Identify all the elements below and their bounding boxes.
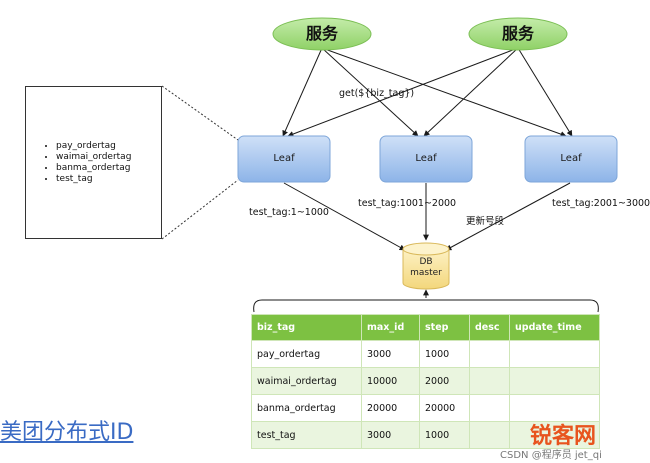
arrow-leaf1-db — [283, 182, 406, 251]
column-header: desc — [469, 314, 510, 341]
leaf3-range-label: test_tag:2001~3000 — [552, 198, 650, 209]
arrow-leaf3-db — [445, 182, 571, 251]
table-cell: pay_ordertag — [251, 340, 362, 368]
update-segment-label: 更新号段 — [466, 216, 505, 227]
db-master-cylinder — [402, 242, 450, 290]
leaf2-range-label: test_tag:1001~2000 — [358, 198, 457, 209]
biz-tag-item: test_tag — [56, 174, 131, 185]
leaf1-range-label: test_tag:1~1000 — [249, 207, 329, 218]
page-title: 美团分布式ID — [0, 420, 134, 445]
table-cell — [509, 421, 600, 449]
table-row: pay_ordertag 3000 1000 — [251, 340, 600, 368]
arrow-service2-leaf1 — [287, 47, 519, 137]
get-biz-tag-label: get(${biz_tag}) — [339, 88, 415, 99]
table-cell — [469, 421, 510, 449]
service-label-2: 服务 — [501, 24, 534, 43]
biz-tag-list-box: pay_ordertag waimai_ordertag banma_order… — [25, 86, 162, 239]
service-node-2 — [468, 17, 568, 51]
table-cell: 3000 — [361, 421, 420, 449]
table-cell — [509, 394, 600, 422]
column-header: biz_tag — [251, 314, 362, 341]
column-header: step — [419, 314, 470, 341]
table-cell: waimai_ordertag — [251, 367, 362, 395]
table-cell: test_tag — [251, 421, 362, 449]
table-cell: 1000 — [419, 340, 470, 368]
db-label-line1: DB — [419, 257, 433, 267]
leaf-label-2: Leaf — [415, 153, 437, 164]
biz-tag-item: waimai_ordertag — [56, 152, 131, 163]
leaf-node-1 — [237, 135, 331, 183]
service-label-1: 服务 — [305, 24, 338, 43]
biz-tag-list: pay_ordertag waimai_ordertag banma_order… — [26, 141, 131, 185]
column-header: max_id — [361, 314, 420, 341]
table-cell: 3000 — [361, 340, 420, 368]
leaf-label-1: Leaf — [273, 153, 295, 164]
table-cell: 20000 — [361, 394, 420, 422]
arrow-service1-leaf2 — [321, 47, 419, 137]
arrow-service1-leaf1 — [282, 47, 323, 137]
leaf-label-3: Leaf — [560, 153, 582, 164]
table-row: waimai_ordertag 10000 2000 — [251, 367, 600, 395]
biz-tag-item: pay_ordertag — [56, 141, 131, 152]
callout-line-top — [161, 85, 239, 141]
table-cell — [469, 340, 510, 368]
table-cell — [469, 367, 510, 395]
arrow-service2-leaf3 — [517, 47, 573, 137]
table-cell: 1000 — [419, 421, 470, 449]
table-cell — [509, 340, 600, 368]
table-cell — [469, 394, 510, 422]
service-node-1 — [272, 17, 372, 51]
table-row: banma_ordertag 20000 20000 — [251, 394, 600, 422]
arrow-service1-leaf3 — [321, 47, 567, 137]
db-label-line2: master — [410, 268, 442, 278]
column-header: update_time — [509, 314, 600, 341]
csdn-watermark: CSDN @程序员 jet_qi — [500, 450, 602, 461]
leaf-node-3 — [524, 135, 618, 183]
site-logo: 锐客网 — [530, 424, 597, 449]
table-cell: banma_ordertag — [251, 394, 362, 422]
biz-tag-item: banma_ordertag — [56, 163, 131, 174]
table-cell: 20000 — [419, 394, 470, 422]
table-cell — [509, 367, 600, 395]
callout-line-bottom — [161, 179, 239, 240]
arrow-service2-leaf2 — [423, 47, 519, 137]
table-bracket — [253, 299, 599, 313]
table-cell: 2000 — [419, 367, 470, 395]
table-row: test_tag 3000 1000 — [251, 421, 600, 449]
leaf-alloc-table: biz_tag max_id step desc update_time pay… — [251, 314, 600, 449]
table-header-row: biz_tag max_id step desc update_time — [251, 314, 600, 341]
db-label: DB master — [402, 257, 450, 279]
table-cell: 10000 — [361, 367, 420, 395]
leaf-node-2 — [379, 135, 473, 183]
